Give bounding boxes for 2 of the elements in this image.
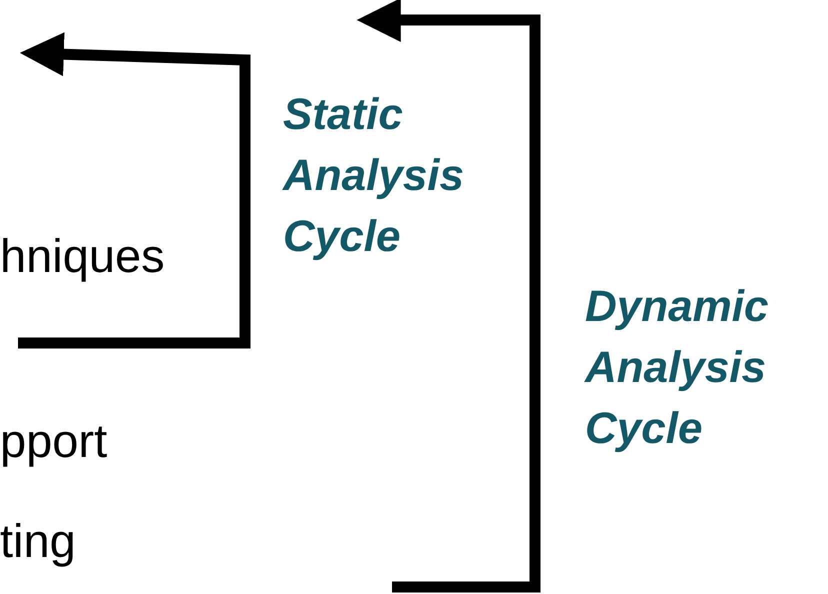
cycle-label: Dynamic Analysis Cycle <box>585 281 770 455</box>
cycle-label: Static Analysis Cycle <box>283 89 465 263</box>
